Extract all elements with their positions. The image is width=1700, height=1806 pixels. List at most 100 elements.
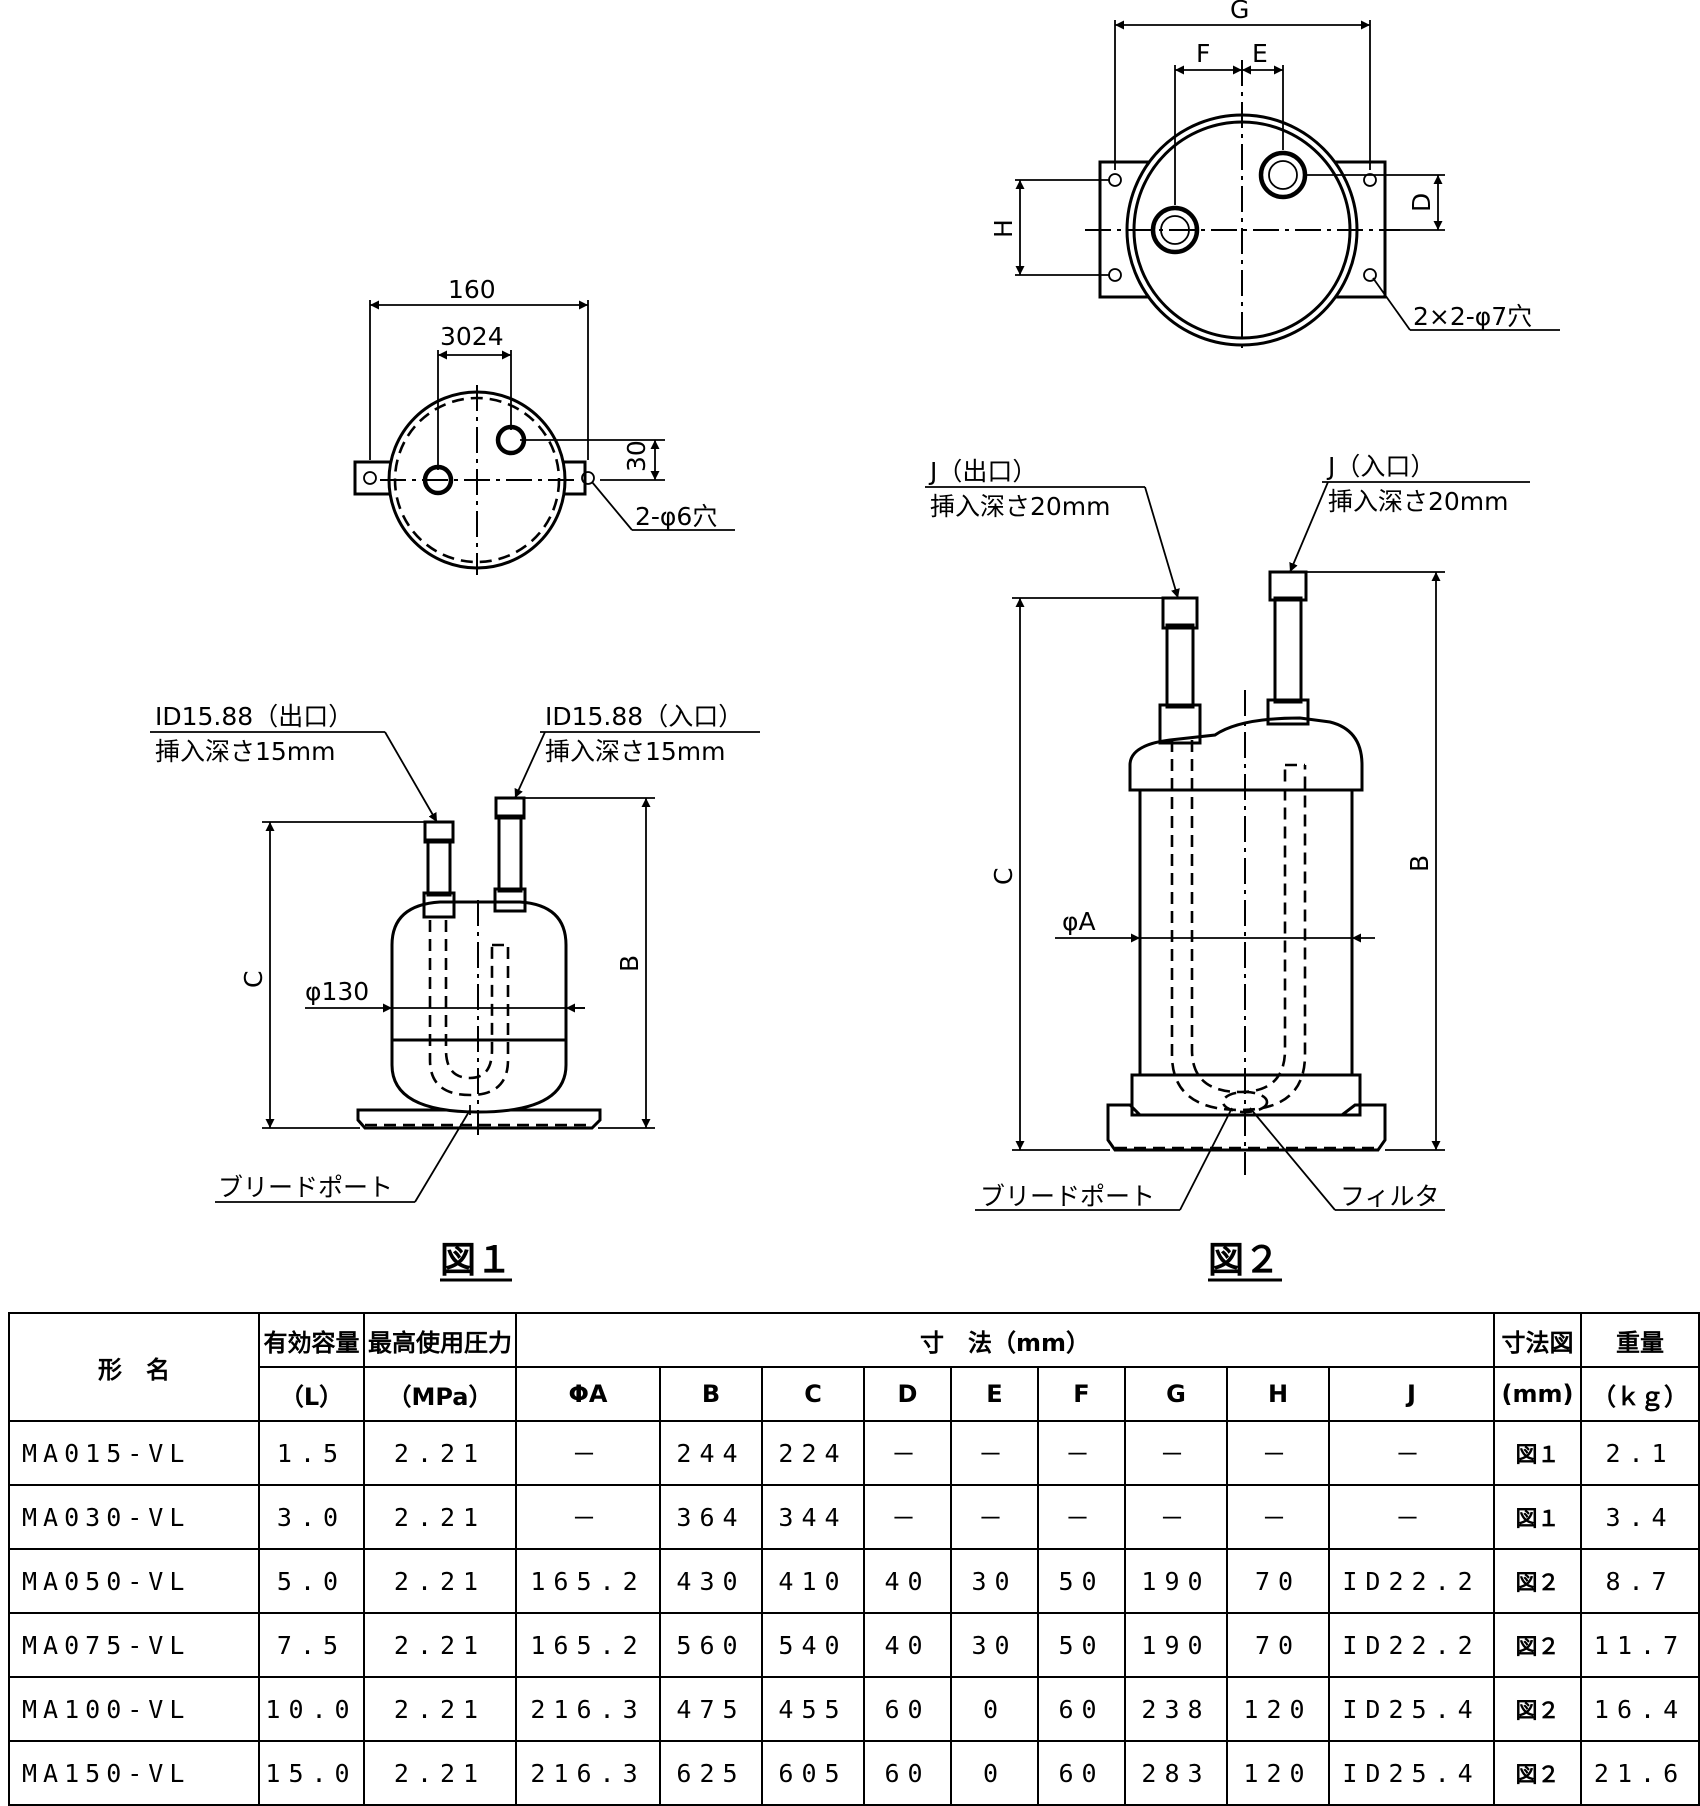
table-cell: 7.5 [258, 1612, 365, 1678]
table-cell: － [515, 1484, 661, 1550]
header-weight: 重量 [1580, 1312, 1700, 1368]
table-cell: － [1226, 1484, 1330, 1550]
header-pressure: 最高使用圧力 [363, 1312, 517, 1368]
header-dim-col: B [659, 1366, 763, 1422]
header-dim-col: H [1226, 1366, 1330, 1422]
fig2-dim-C: C [989, 868, 1018, 885]
table-cell: 605 [761, 1740, 865, 1806]
table-cell: 224 [761, 1420, 865, 1486]
header-capacity: 有効容量 [258, 1312, 365, 1368]
table-cell: ID22.2 [1327, 1548, 1496, 1614]
header-dim-col: J [1327, 1366, 1496, 1422]
fig2-outlet-line1: J（出口） [928, 457, 1037, 486]
table-cell: 60 [863, 1740, 952, 1806]
header-capacity-unit: （L） [258, 1366, 365, 1422]
table-cell: 5.0 [258, 1548, 365, 1614]
spec-table: 形 名 有効容量 最高使用圧力 寸 法（mm） 寸法図 重量 （L） （MPa）… [8, 1312, 1700, 1806]
table-cell: 120 [1226, 1740, 1330, 1806]
table-cell: 30 [950, 1612, 1039, 1678]
model-name-cell: MA075-VL [8, 1612, 260, 1678]
fig2-hole-note: 2×2-φ7穴 [1413, 302, 1532, 331]
table-cell: 40 [863, 1548, 952, 1614]
table-cell: 625 [659, 1740, 763, 1806]
table-cell: 50 [1037, 1612, 1126, 1678]
fig1-dim-160: 160 [448, 275, 496, 304]
table-cell: 120 [1226, 1676, 1330, 1742]
table-cell: 60 [863, 1676, 952, 1742]
table-cell: 30 [950, 1548, 1039, 1614]
model-name-cell: MA150-VL [8, 1740, 260, 1806]
fig1-outlet-line1: ID15.88（出口） [155, 702, 353, 731]
header-dim-col: E [950, 1366, 1039, 1422]
header-dimfig: 寸法図 [1493, 1312, 1583, 1368]
header-weight-unit: （ｋｇ） [1580, 1366, 1700, 1422]
table-cell: 190 [1124, 1548, 1228, 1614]
table-cell: 540 [761, 1612, 865, 1678]
table-cell: 475 [659, 1676, 763, 1742]
fig1-bleed-port: ブリードポート [218, 1173, 393, 1202]
table-cell: 3.0 [258, 1484, 365, 1550]
table-cell: 364 [659, 1484, 763, 1550]
model-name-cell: MA030-VL [8, 1484, 260, 1550]
table-cell: 2.21 [363, 1612, 517, 1678]
header-dimfig-unit: (mm) [1493, 1366, 1583, 1422]
table-cell: 図２ [1493, 1676, 1583, 1742]
fig1-dim-30-24: 3024 [440, 322, 504, 351]
table-cell: 190 [1124, 1612, 1228, 1678]
technical-drawing: 160 3024 30 2-φ6穴 C [150, 0, 1560, 1282]
fig2-top-view: G F E H D 2×2-φ7穴 [989, 0, 1560, 352]
table-cell: 430 [659, 1548, 763, 1614]
table-cell: 50 [1037, 1548, 1126, 1614]
table-cell: － [1037, 1420, 1126, 1486]
table-cell: 図２ [1493, 1612, 1583, 1678]
table-cell: 2.1 [1580, 1420, 1700, 1486]
fig2-filter: フィルタ [1340, 1182, 1440, 1211]
table-cell: 455 [761, 1676, 865, 1742]
fig2-dim-D: D [1407, 193, 1436, 212]
header-model: 形 名 [8, 1312, 260, 1422]
fig2-dim-E: E [1252, 39, 1268, 68]
fig2-inlet-line1: J（入口） [1326, 452, 1435, 481]
table-cell: 11.7 [1580, 1612, 1700, 1678]
fig2-inlet-line2: 挿入深さ20mm [1328, 487, 1509, 516]
fig1-outlet-line2: 挿入深さ15mm [155, 737, 336, 766]
table-cell: 216.3 [515, 1676, 661, 1742]
table-cell: － [863, 1420, 952, 1486]
table-cell: 2.21 [363, 1676, 517, 1742]
table-cell: 図１ [1493, 1420, 1583, 1486]
fig1-dim-dia: φ130 [305, 977, 369, 1006]
table-cell: 70 [1226, 1548, 1330, 1614]
table-cell: 70 [1226, 1612, 1330, 1678]
fig1-caption: 図１ [440, 1240, 512, 1281]
fig2-dim-G: G [1230, 0, 1249, 24]
table-cell: 図２ [1493, 1740, 1583, 1806]
table-cell: 2.21 [363, 1420, 517, 1486]
table-cell: － [1327, 1484, 1496, 1550]
table-cell: 238 [1124, 1676, 1228, 1742]
table-cell: 10.0 [258, 1676, 365, 1742]
table-cell: 21.6 [1580, 1740, 1700, 1806]
fig2-dim-dia: φA [1062, 907, 1096, 936]
fig1-dim-C: C [239, 971, 268, 988]
table-cell: 60 [1037, 1676, 1126, 1742]
table-cell: 283 [1124, 1740, 1228, 1806]
fig1-inlet-line2: 挿入深さ15mm [545, 737, 726, 766]
table-cell: 1.5 [258, 1420, 365, 1486]
table-cell: 3.4 [1580, 1484, 1700, 1550]
table-cell: ID22.2 [1327, 1612, 1496, 1678]
table-cell: 60 [1037, 1740, 1126, 1806]
table-cell: 344 [761, 1484, 865, 1550]
table-cell: 8.7 [1580, 1548, 1700, 1614]
model-name-cell: MA015-VL [8, 1420, 260, 1486]
table-cell: 図２ [1493, 1548, 1583, 1614]
table-cell: － [1124, 1484, 1228, 1550]
table-cell: － [950, 1484, 1039, 1550]
table-cell: 244 [659, 1420, 763, 1486]
table-cell: ID25.4 [1327, 1676, 1496, 1742]
